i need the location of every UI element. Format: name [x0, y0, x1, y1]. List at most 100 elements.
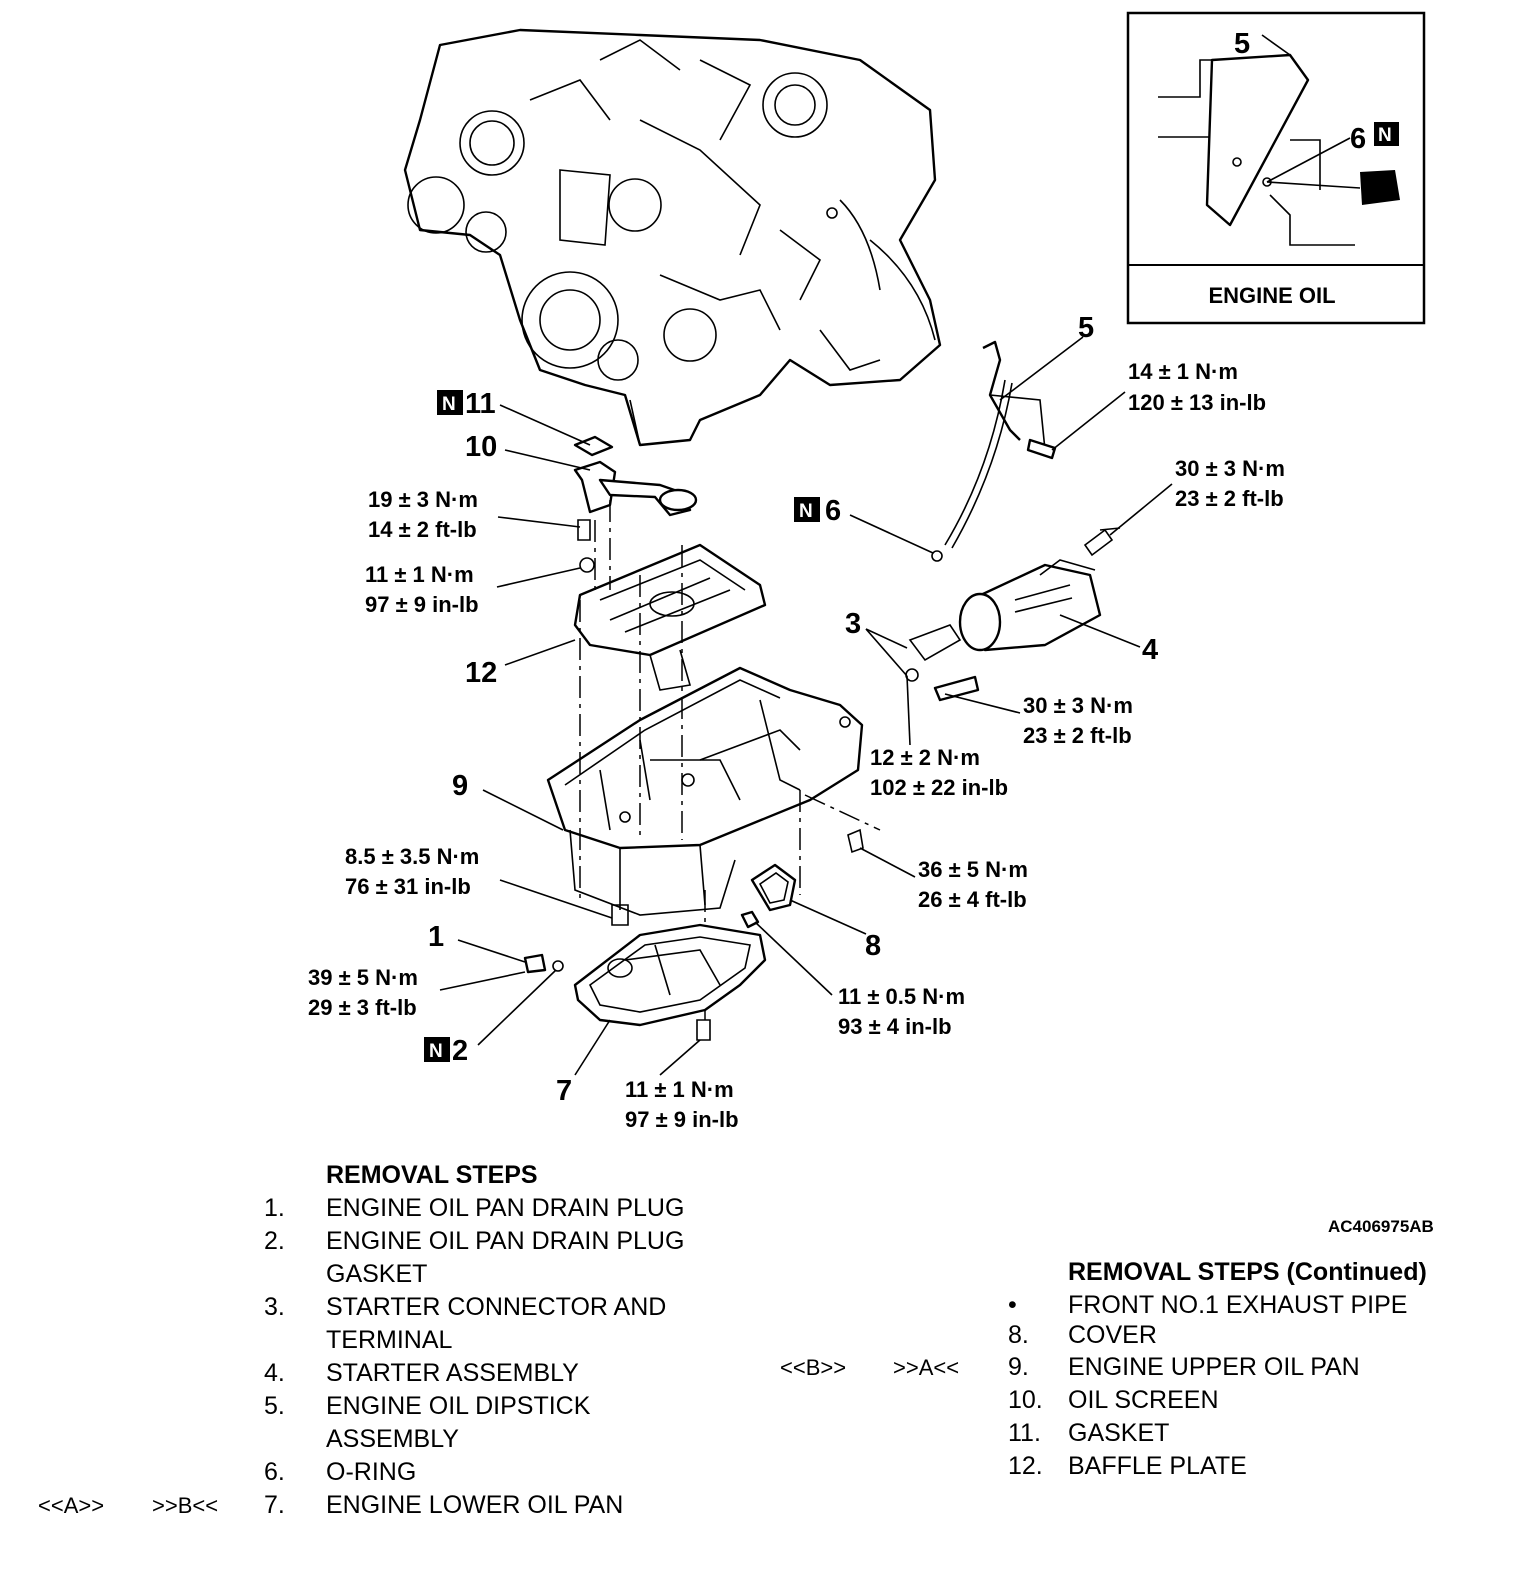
step-label: ENGINE OIL DIPSTICK — [326, 1392, 591, 1420]
new-part-badge — [794, 497, 820, 522]
step-label: BAFFLE PLATE — [1068, 1452, 1247, 1480]
oil-screen — [499, 404, 698, 517]
step-number: 2. — [264, 1227, 285, 1255]
removal-steps-heading: REMOVAL STEPS — [326, 1161, 538, 1189]
torque-oil-screen: 19 ± 3 N·m 14 ± 2 ft-lb — [368, 487, 591, 542]
engine-oil-inset: 5 6 N ENGINE OIL — [1126, 11, 1426, 325]
torque-value-imperial: 76 ± 31 in-lb — [345, 874, 471, 899]
cover — [740, 863, 867, 996]
removal-steps-continued-list: REMOVAL STEPS (Continued) • FRONT NO.1 E… — [780, 1258, 1427, 1480]
torque-value-imperial: 29 ± 3 ft-lb — [308, 995, 417, 1020]
assembly-guide-lines — [579, 500, 801, 1020]
callout-1: 1 — [428, 921, 444, 953]
callout-8: 8 — [865, 930, 881, 962]
torque-lower-pan: 11 ± 1 N·m 97 ± 9 in-lb — [625, 1077, 739, 1132]
step-label: ASSEMBLY — [326, 1425, 459, 1453]
torque-value-nm: 12 ± 2 N·m — [870, 745, 980, 770]
torque-value-imperial: 23 ± 2 ft-lb — [1023, 723, 1132, 748]
torque-value-nm: 11 ± 0.5 N·m — [838, 984, 965, 1009]
lower-oil-pan — [439, 923, 767, 1076]
step-number: 5. — [264, 1392, 285, 1420]
torque-value-nm: 36 ± 5 N·m — [918, 857, 1028, 882]
step-label: ENGINE OIL PAN DRAIN PLUG — [326, 1194, 684, 1222]
step-label: ENGINE OIL PAN DRAIN PLUG — [326, 1227, 684, 1255]
torque-value-nm: 8.5 ± 3.5 N·m — [345, 844, 479, 869]
callout-4: 4 — [1142, 634, 1158, 666]
step-label: O-RING — [326, 1458, 416, 1486]
step-tag: <<B>> — [780, 1355, 846, 1380]
inset-callout-6: 6 — [1350, 123, 1366, 155]
step-number: 1. — [264, 1194, 285, 1222]
step-label: GASKET — [326, 1260, 427, 1288]
step-number: 3. — [264, 1293, 285, 1321]
new-part-badge — [424, 1037, 450, 1062]
step-number: 9. — [1008, 1353, 1029, 1381]
callout-5: 5 — [1078, 312, 1094, 344]
callout-12: 12 — [465, 657, 497, 689]
torque-value-imperial: 97 ± 9 in-lb — [365, 592, 479, 617]
torque-value-nm: 30 ± 3 N·m — [1175, 456, 1285, 481]
step-label: ENGINE LOWER OIL PAN — [326, 1491, 623, 1519]
step-number: 6. — [264, 1458, 285, 1486]
step-label: STARTER ASSEMBLY — [326, 1359, 579, 1387]
torque-value-imperial: 97 ± 9 in-lb — [625, 1107, 739, 1132]
torque-starter-upper: 30 ± 3 N·m 23 ± 2 ft-lb — [1175, 456, 1285, 511]
torque-value-imperial: 102 ± 22 in-lb — [870, 775, 1008, 800]
step-number: 11. — [1008, 1419, 1041, 1447]
torque-value-nm: 39 ± 5 N·m — [308, 965, 418, 990]
removal-steps-continued-heading: REMOVAL STEPS (Continued) — [1068, 1258, 1427, 1286]
torque-value-imperial: 93 ± 4 in-lb — [838, 1014, 952, 1039]
step-number: 8. — [1008, 1321, 1029, 1349]
torque-cover: 11 ± 0.5 N·m 93 ± 4 in-lb — [838, 984, 965, 1039]
step-tag: <<A>> — [38, 1493, 104, 1518]
step-tag: >>A<< — [893, 1355, 959, 1380]
baffle-plate — [496, 543, 767, 691]
callout-7: 7 — [556, 1075, 572, 1107]
new-part-badge-text: N — [799, 501, 813, 522]
callout-10: 10 — [465, 431, 497, 463]
callout-9: 9 — [452, 770, 468, 802]
new-part-badge — [437, 390, 463, 415]
torque-value-nm: 11 ± 1 N·m — [625, 1077, 734, 1102]
step-number: 7. — [264, 1491, 285, 1519]
torque-dipstick-bolt: 14 ± 1 N·m 120 ± 13 in-lb — [1128, 359, 1266, 415]
torque-value-nm: 14 ± 1 N·m — [1128, 359, 1238, 384]
step-label: OIL SCREEN — [1068, 1386, 1219, 1414]
callout-3: 3 — [845, 608, 861, 640]
torque-value-imperial: 26 ± 4 ft-lb — [918, 887, 1027, 912]
removal-steps-list: REMOVAL STEPS 1. ENGINE OIL PAN DRAIN PL… — [38, 1161, 684, 1519]
torque-upper-pan-side: 36 ± 5 N·m 26 ± 4 ft-lb — [918, 857, 1028, 912]
torque-drain-plug: 39 ± 5 N·m 29 ± 3 ft-lb — [308, 965, 418, 1020]
torque-value-imperial: 23 ± 2 ft-lb — [1175, 486, 1284, 511]
upper-oil-pan — [482, 666, 916, 926]
new-part-badge-text: N — [1378, 125, 1392, 146]
step-label: GASKET — [1068, 1419, 1169, 1447]
torque-baffle: 11 ± 1 N·m 97 ± 9 in-lb — [365, 562, 479, 617]
new-part-badge-text: N — [442, 394, 456, 415]
inset-callout-5: 5 — [1234, 28, 1250, 60]
step-number: 10. — [1008, 1386, 1043, 1414]
step-label: FRONT NO.1 EXHAUST PIPE — [1068, 1291, 1407, 1319]
inset-label: ENGINE OIL — [1208, 283, 1335, 308]
dipstick-assembly — [849, 336, 1126, 562]
figure-code: AC406975AB — [1328, 1217, 1434, 1236]
step-label: COVER — [1068, 1321, 1157, 1349]
starter-assembly — [865, 483, 1173, 746]
step-number: 4. — [264, 1359, 285, 1387]
step-tag: >>B<< — [152, 1493, 218, 1518]
new-part-badge — [1374, 122, 1399, 146]
torque-starter-lower: 30 ± 3 N·m 23 ± 2 ft-lb — [1023, 693, 1133, 748]
torque-value-nm: 19 ± 3 N·m — [368, 487, 478, 512]
callout-11: 11 — [465, 388, 496, 420]
step-label: STARTER CONNECTOR AND — [326, 1293, 666, 1321]
step-label: ENGINE UPPER OIL PAN — [1068, 1353, 1360, 1381]
step-label: TERMINAL — [326, 1326, 453, 1354]
torque-starter-terminal: 12 ± 2 N·m 102 ± 22 in-lb — [870, 745, 1008, 800]
torque-upper-pan: 8.5 ± 3.5 N·m 76 ± 31 in-lb — [345, 844, 479, 899]
torque-value-nm: 11 ± 1 N·m — [365, 562, 474, 587]
torque-value-imperial: 14 ± 2 ft-lb — [368, 517, 477, 542]
step-bullet: • — [1008, 1291, 1017, 1319]
engine-block-illustration — [403, 28, 942, 447]
new-part-badge-text: N — [429, 1041, 443, 1062]
